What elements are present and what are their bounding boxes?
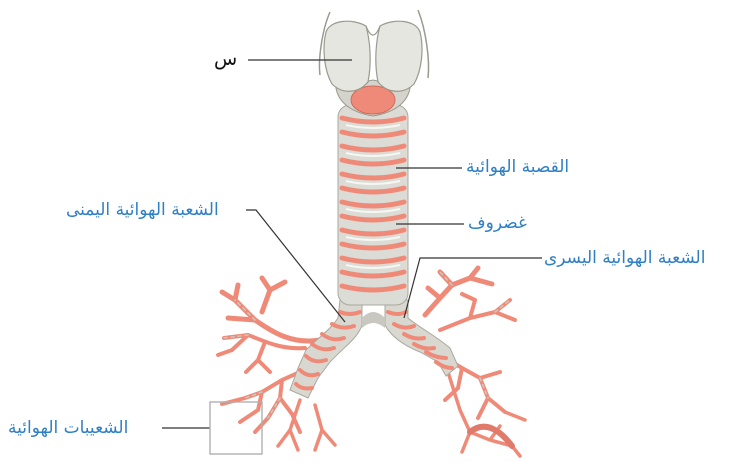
larynx-marker-label: س xyxy=(214,49,237,69)
right-bronchus-label: الشعبة الهوائية اليمنى xyxy=(66,200,219,220)
cartilage-label: غضروف xyxy=(468,213,527,233)
bronchioles-label: الشعيبات الهوائية xyxy=(8,418,128,438)
larynx xyxy=(319,10,428,116)
main-bronchi xyxy=(290,300,458,398)
trachea-label: القصبة الهوائية xyxy=(466,157,569,177)
trachea xyxy=(338,105,408,305)
bronchus-cartilage-rings xyxy=(296,312,452,389)
bronchioles-highlight-box xyxy=(210,402,262,454)
left-bronchus-label: الشعبة الهوائية اليسرى xyxy=(544,248,705,268)
right-bronchus-leader-line xyxy=(246,210,345,322)
